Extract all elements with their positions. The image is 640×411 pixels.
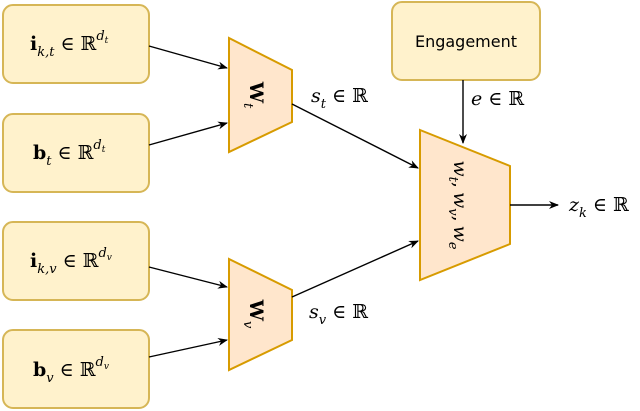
svg-text:wt,wv,we: wt,wv,we xyxy=(445,160,471,249)
edge-i-kv-to-w-v xyxy=(148,266,228,289)
edge-w-t-to-fusion xyxy=(291,103,419,169)
input-box-i-kt xyxy=(2,4,150,84)
label-w-v: Wv xyxy=(240,299,267,329)
engagement-box xyxy=(391,1,541,81)
projection-w-v xyxy=(228,257,293,372)
edge-w-v-to-fusion xyxy=(291,240,419,298)
label-z-k: zk∈ℝ xyxy=(568,194,629,221)
edge-i-kt-to-w-t xyxy=(148,45,228,70)
fusion-layer xyxy=(419,128,511,282)
edge-b-v-to-w-v xyxy=(148,338,228,358)
label-s-t: st∈ℝ xyxy=(311,85,368,112)
label-b-v: bv∈ℝdv xyxy=(33,355,109,386)
label-i-kt: ik,t∈ℝdt xyxy=(30,29,109,60)
label-s-v: sv∈ℝ xyxy=(309,301,368,328)
label-fusion-weights: wt,wv,we xyxy=(445,160,471,249)
projection-w-t xyxy=(228,36,293,154)
engagement-label: Engagement xyxy=(415,32,517,51)
label-w-t: Wt xyxy=(240,81,267,109)
label-e: e∈ℝ xyxy=(471,88,524,110)
edge-b-t-to-w-t xyxy=(148,121,228,146)
input-box-i-kv xyxy=(2,221,150,301)
svg-text:Wt: Wt xyxy=(240,81,267,109)
input-box-b-v xyxy=(2,329,150,409)
label-b-t: bt∈ℝdt xyxy=(33,138,106,169)
svg-text:Wv: Wv xyxy=(240,299,267,329)
label-i-kv: ik,v∈ℝdv xyxy=(30,246,112,277)
input-box-b-t xyxy=(2,113,150,193)
